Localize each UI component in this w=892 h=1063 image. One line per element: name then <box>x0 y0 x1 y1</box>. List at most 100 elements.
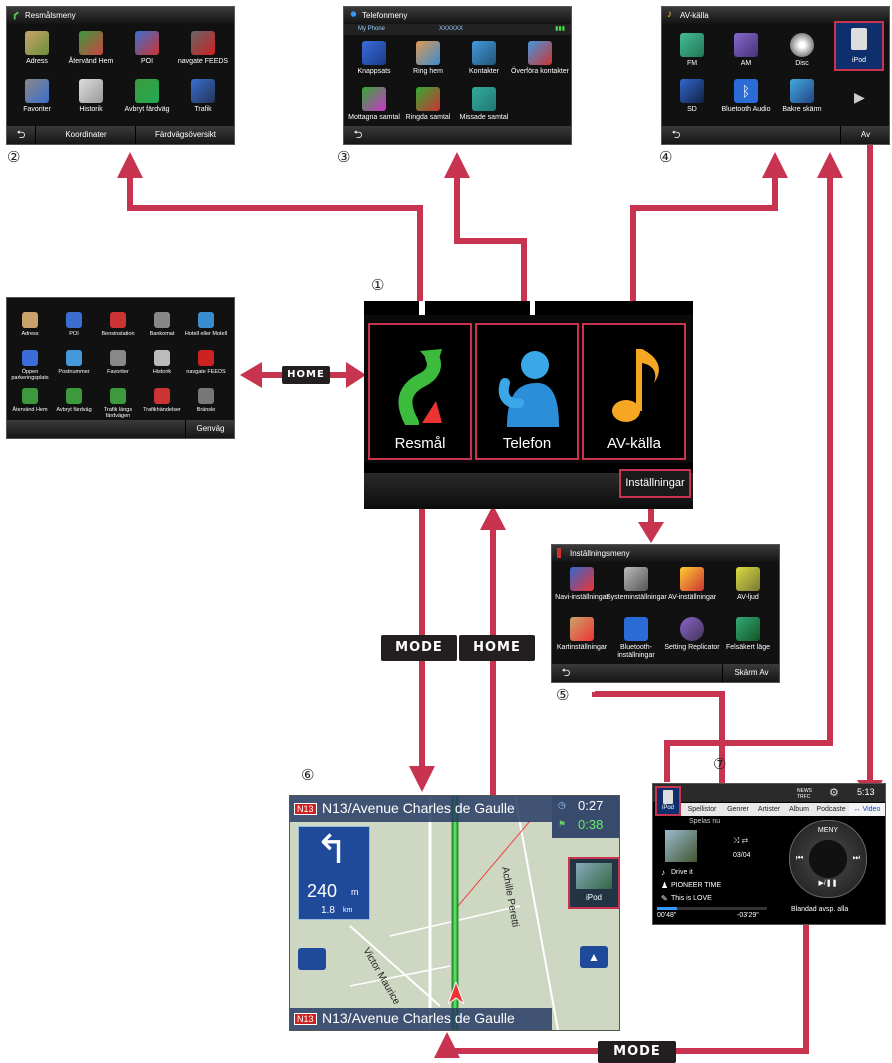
prev-track-icon[interactable]: ⏮ <box>796 853 804 862</box>
screen-off-button[interactable]: Skärm Av <box>722 664 779 682</box>
phone-item-ringda[interactable]: Ringda samtal <box>398 87 458 122</box>
av-item-label: FM <box>686 60 698 67</box>
phone-item-mottagna[interactable]: Mottagna samtal <box>344 87 404 122</box>
set-item-failsafe[interactable]: Felsäkert läge <box>718 617 778 652</box>
play-pause-icon[interactable]: ▶/❚❚ <box>818 880 838 887</box>
shortcut-item[interactable]: Postnummer <box>52 350 96 375</box>
gear-icon[interactable]: ⚙ <box>829 787 839 799</box>
set-item-bluetooth[interactable]: Bluetooth-inställningar <box>606 617 666 660</box>
set-item-avljud[interactable]: AV-ljud <box>718 567 778 602</box>
tab-playlists[interactable]: Spellistor <box>681 803 724 816</box>
shortcut-item[interactable]: Favoriter <box>96 350 140 375</box>
shortcut-item[interactable]: Historik <box>140 350 184 375</box>
shortcut-item[interactable]: Återvänd Hem <box>8 388 52 413</box>
dest-item-home[interactable]: Återvänd Hem <box>61 31 121 66</box>
album-art-thumb <box>576 863 612 889</box>
shortcut-item[interactable]: Adress <box>8 312 52 337</box>
shortcut-item[interactable]: Hotell eller Motell <box>184 312 228 337</box>
missed-calls-icon <box>472 87 496 111</box>
av-item-label: AM <box>740 60 752 67</box>
coordinates-button[interactable]: Koordinater <box>35 126 136 144</box>
dest-item-feeds[interactable]: navgate FEEDS <box>173 31 233 66</box>
next-track-icon[interactable]: ⏭ <box>852 853 860 862</box>
next-page-icon[interactable]: ▶ <box>854 89 865 105</box>
av-tile[interactable]: AV-källa <box>582 323 686 460</box>
phone-item-knappsats[interactable]: Knappsats <box>344 41 404 76</box>
av-item-am[interactable]: AM <box>716 33 776 68</box>
av-item-rear[interactable]: Bakre skärm <box>772 79 832 114</box>
phone-item-kontakter[interactable]: Kontakter <box>454 41 514 76</box>
shortcut-item[interactable]: Bränsle <box>184 388 228 413</box>
search-map-button[interactable] <box>298 948 326 970</box>
shortcut-item[interactable]: Avbryt färdväg <box>52 388 96 413</box>
av-item-ipod[interactable]: iPod <box>834 21 884 71</box>
av-ipod-source-icon[interactable]: iPod <box>655 786 681 816</box>
av-item-fm[interactable]: FM <box>662 33 722 68</box>
av-settings-icon <box>680 567 704 591</box>
av-item-disc[interactable]: Disc <box>772 33 832 68</box>
dest-menu-title: Resmålsmeny <box>25 11 76 20</box>
phone-item-label: Knappsats <box>357 68 391 75</box>
tab-artists[interactable]: Artister <box>753 803 786 816</box>
back-icon[interactable]: ⮌ <box>16 129 26 141</box>
shortcut-button[interactable]: Genväg <box>185 420 234 438</box>
dest-item-label: Favoriter <box>23 106 51 113</box>
settings-menu-screen: Inställningsmeny Navi-inställningar Syst… <box>551 544 780 683</box>
dest-item-adress[interactable]: Adress <box>7 31 67 66</box>
telefon-tile[interactable]: Telefon <box>475 323 579 460</box>
back-icon[interactable]: ⮌ <box>353 129 363 141</box>
settings-titlebar: Inställningsmeny <box>552 545 779 562</box>
artist-name: PIONEER TIME <box>671 882 722 889</box>
control-wheel[interactable]: MENY ⏮ ⏭ ▶/❚❚ <box>789 820 867 898</box>
scroll-up-button[interactable]: ▲ <box>580 946 608 968</box>
map-ipod-shortcut[interactable]: iPod <box>568 857 620 909</box>
shortcut-item-label: Historik <box>152 369 172 375</box>
shortcut-item-icon <box>22 350 38 366</box>
phone-item-ringhem[interactable]: Ring hem <box>398 41 458 76</box>
route-overview-button[interactable]: Färdvägsöversikt <box>135 126 234 144</box>
telefon-label: Telefon <box>502 435 552 452</box>
received-calls-icon <box>362 87 386 111</box>
av-off-button[interactable]: Av <box>840 126 889 144</box>
tab-video[interactable]: ↔ Video <box>849 803 885 816</box>
settings-button[interactable]: Inställningar <box>619 469 691 498</box>
main-strip-gap <box>530 301 535 315</box>
set-item-av[interactable]: AV-inställningar <box>662 567 722 602</box>
shortcut-item[interactable]: Bensinstation <box>96 312 140 337</box>
map-top-bar <box>290 796 552 822</box>
phone-item-overfora[interactable]: Överföra kontakter <box>510 41 570 76</box>
dest-item-poi[interactable]: POI <box>117 31 177 66</box>
dest-menu-bottombar: ⮌ Koordinater Färdvägsöversikt <box>7 126 234 144</box>
av-item-sd[interactable]: SD <box>662 79 722 114</box>
shortcut-item[interactable]: Trafikhändelser <box>140 388 184 413</box>
dest-item-favoriter[interactable]: Favoriter <box>7 79 67 114</box>
shortcut-item[interactable]: Trafik längs färdvägen <box>96 388 140 419</box>
shortcut-item-label: Bränsle <box>196 407 216 413</box>
shortcut-item-label: Avbryt färdväg <box>56 407 92 413</box>
shortcut-item-label: Öppen parkeringsplats <box>11 369 49 381</box>
phone-item-missade[interactable]: Missade samtal <box>454 87 514 122</box>
tab-genres[interactable]: Genrer <box>723 803 754 816</box>
shortcut-item[interactable]: POI <box>52 312 96 337</box>
back-icon[interactable]: ⮌ <box>671 129 681 141</box>
phone-menu-title: Telefonmeny <box>362 11 408 20</box>
tab-podcasts[interactable]: Podcaste <box>813 803 850 816</box>
shortcut-item-icon <box>198 312 214 328</box>
dest-item-avbryt[interactable]: Avbryt färdväg <box>117 79 177 114</box>
map-settings-icon <box>570 617 594 641</box>
menu-label[interactable]: MENY <box>817 827 839 834</box>
back-icon[interactable]: ⮌ <box>561 667 571 679</box>
tab-album[interactable]: Album <box>785 803 814 816</box>
callout-1: ① <box>371 276 385 294</box>
dest-item-historik[interactable]: Historik <box>61 79 121 114</box>
shortcut-item[interactable]: navgate FEEDS <box>184 350 228 375</box>
shortcut-item[interactable]: Öppen parkeringsplats <box>8 350 52 381</box>
set-item-replicator[interactable]: Setting Replicator <box>662 617 722 652</box>
set-item-navi[interactable]: Navi-inställningar <box>552 567 612 602</box>
shortcut-item[interactable]: Bankomat <box>140 312 184 337</box>
resmal-tile[interactable]: Resmål <box>368 323 472 460</box>
dest-item-trafik[interactable]: Trafik <box>173 79 233 114</box>
set-item-karta[interactable]: Kartinställningar <box>552 617 612 652</box>
set-item-system[interactable]: Systeminställningar <box>606 567 667 602</box>
